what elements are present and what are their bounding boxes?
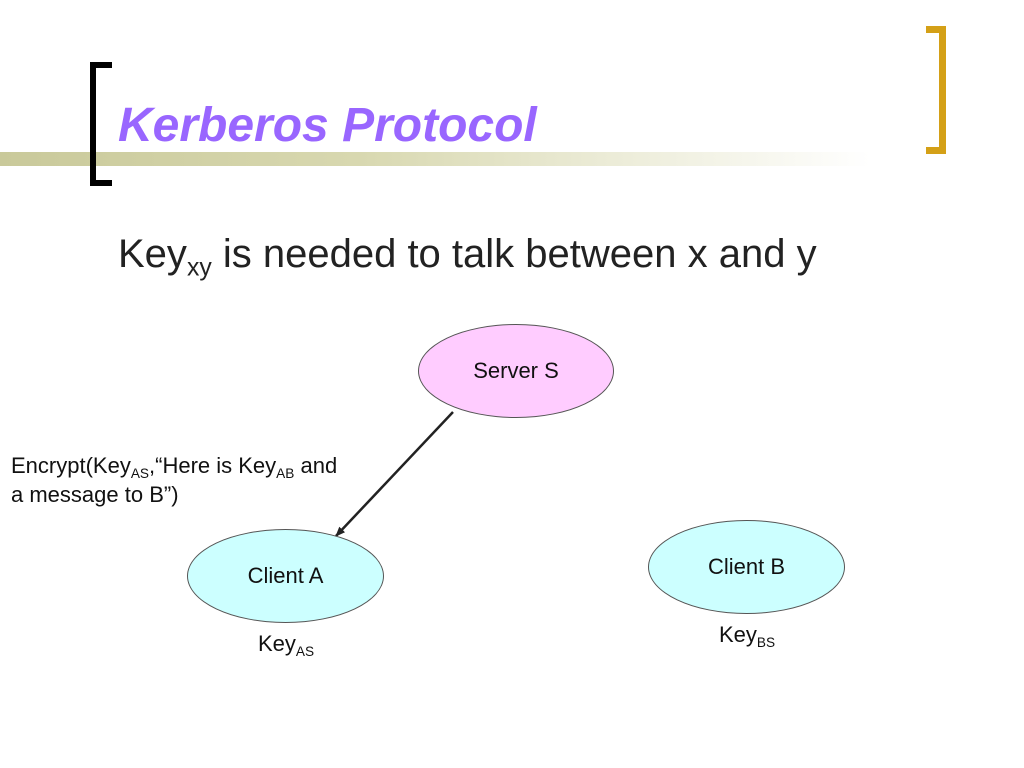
key-bs-subscript: BS xyxy=(756,634,776,650)
encrypt-message-label: Encrypt(KeyAS,“Here is KeyAB and a messa… xyxy=(11,452,337,509)
message-sub-2: AB xyxy=(276,465,295,481)
key-as-subscript: AS xyxy=(295,643,315,659)
arrow-server-to-client-a xyxy=(335,411,454,537)
client-b-node-label: Client B xyxy=(707,554,786,579)
message-part-2: ,“Here is Key xyxy=(149,453,277,478)
subtitle-prefix: Key xyxy=(118,232,187,276)
left-bracket xyxy=(90,62,112,186)
client-a-node-label: Client A xyxy=(247,563,324,588)
right-bracket xyxy=(926,26,946,154)
server-node-label: Server S xyxy=(473,358,559,383)
key-bs-prefix: Key xyxy=(719,622,757,647)
key-as-label: KeyAS xyxy=(258,630,314,659)
encrypt-message-line-1: Encrypt(KeyAS,“Here is KeyAB and xyxy=(11,452,337,481)
slide-title: Kerberos Protocol xyxy=(118,99,537,152)
message-part-3: and xyxy=(294,453,338,478)
title-underline xyxy=(0,152,1024,166)
client-a-node: Client A xyxy=(187,529,384,623)
key-bs-label: KeyBS xyxy=(719,621,775,650)
server-node: Server S xyxy=(418,324,614,418)
subtitle-suffix: is needed to talk between x and y xyxy=(211,232,817,276)
slide-subtitle: Keyxy is needed to talk between x and y xyxy=(118,230,817,281)
encrypt-message-line-2: a message to B”) xyxy=(11,481,179,507)
message-part-1: Encrypt(Key xyxy=(11,453,131,478)
client-b-node: Client B xyxy=(648,520,845,614)
message-sub-1: AS xyxy=(130,465,150,481)
subtitle-subscript: xy xyxy=(186,254,212,282)
key-as-prefix: Key xyxy=(258,631,296,656)
